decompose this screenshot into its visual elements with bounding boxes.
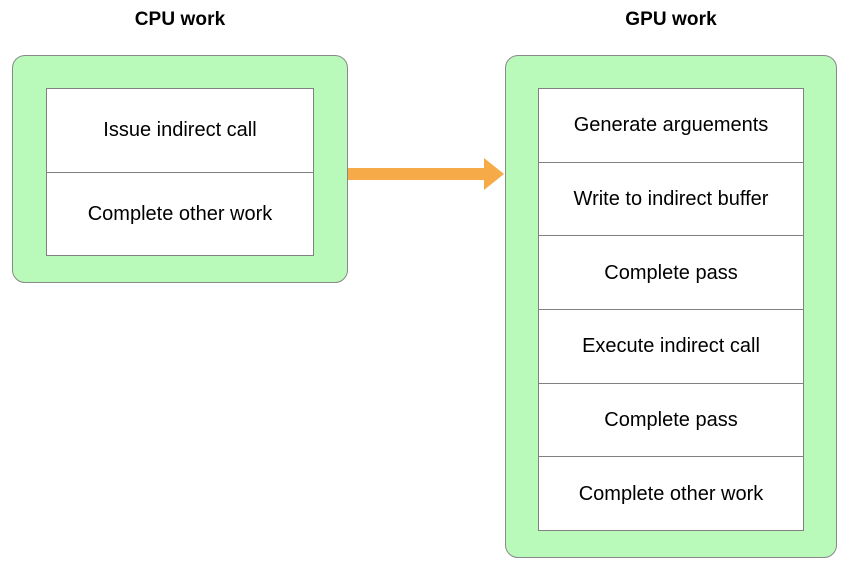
gpu-step-row: Complete pass: [539, 236, 803, 311]
gpu-column-title: GPU work: [625, 9, 717, 30]
gpu-step-stack: Generate arguements Write to indirect bu…: [538, 88, 804, 531]
cpu-step-row: Issue indirect call: [47, 89, 313, 173]
gpu-step-row: Write to indirect buffer: [539, 163, 803, 237]
gpu-step-row: Execute indirect call: [539, 310, 803, 384]
cpu-column-title: CPU work: [134, 9, 226, 30]
gpu-step-row: Generate arguements: [539, 89, 803, 163]
cpu-to-gpu-arrow-icon: [348, 158, 504, 190]
gpu-step-row: Complete pass: [539, 384, 803, 458]
cpu-step-row: Complete other work: [87, 202, 273, 225]
cpu-step-stack: Issue indirect call Complete other work: [46, 88, 314, 256]
gpu-step-row: Complete other work: [578, 482, 764, 505]
